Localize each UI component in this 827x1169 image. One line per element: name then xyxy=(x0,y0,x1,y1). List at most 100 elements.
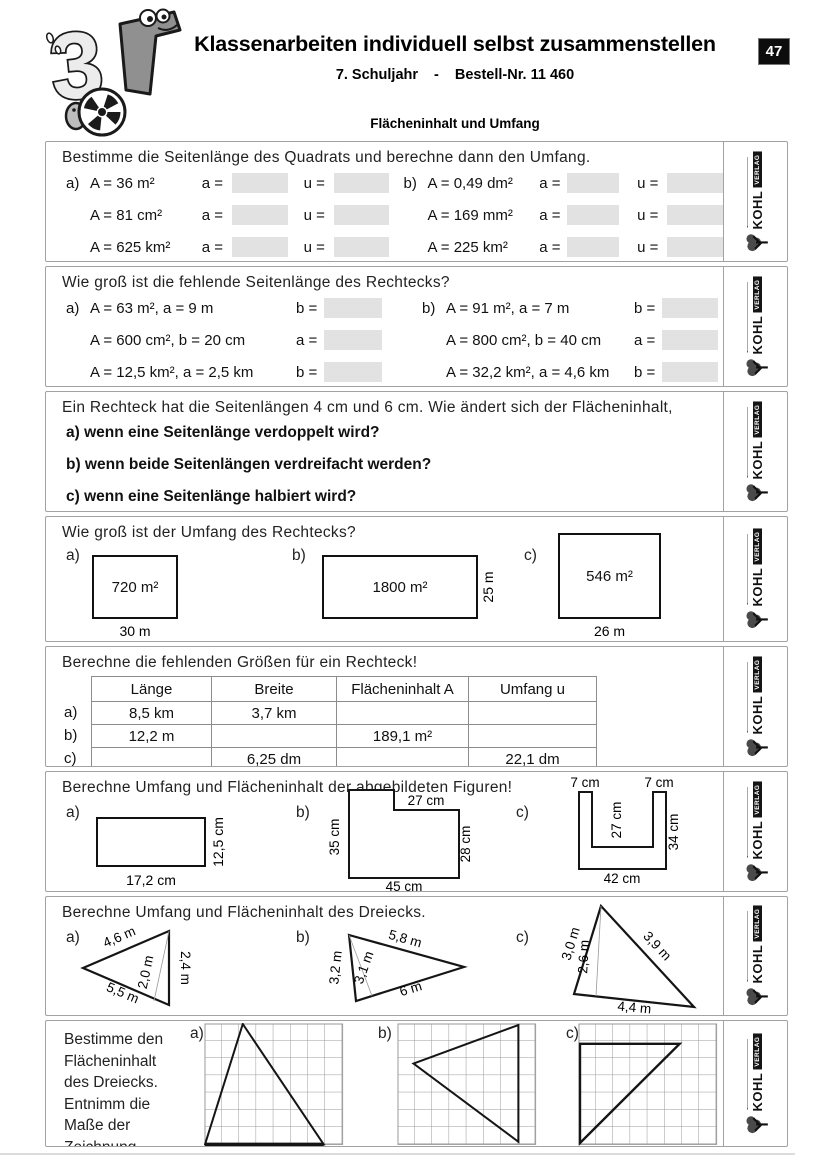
logo-column: KOHL VERLAG xyxy=(723,772,787,891)
logo-verlag-text: VERLAG xyxy=(752,276,762,313)
given-value: A = 36 m² xyxy=(89,174,155,192)
var-label: u = xyxy=(303,174,325,192)
given-value: A = 12,5 km², a = 2,5 km xyxy=(90,363,254,381)
logo-verlag-text: VERLAG xyxy=(752,401,762,438)
mascot-illustration: 3 xyxy=(43,8,182,137)
worksheet-subtitle: 7. Schuljahr-Bestell-Nr. 11 460 xyxy=(150,67,760,83)
task-title: Berechne Umfang und Flächeninhalt des Dr… xyxy=(62,904,426,921)
task-panel-6: Berechne Umfang und Flächeninhalt der ab… xyxy=(45,771,788,892)
item-letter: a) xyxy=(66,547,80,564)
dimension-label: 45 cm xyxy=(386,879,423,891)
var-label: a = xyxy=(296,331,318,349)
tree-icon xyxy=(745,738,768,756)
logo-column: KOHL VERLAG xyxy=(723,1021,787,1146)
answer-box xyxy=(231,237,288,257)
tree-icon xyxy=(745,863,768,881)
cell-empty xyxy=(336,701,469,725)
task-title: Berechne Umfang und Flächeninhalt der ab… xyxy=(62,779,513,796)
item-letter: c) xyxy=(516,804,529,821)
side-label: 6 m xyxy=(398,978,424,999)
logo-kohl-text: KOHL xyxy=(749,1072,765,1111)
dimension-label: 27 cm xyxy=(408,793,445,808)
worksheet-topic: Flächeninhalt und Umfang xyxy=(370,116,540,131)
item-letter: b) xyxy=(378,1025,392,1042)
dimension-label: 34 cm xyxy=(666,814,681,851)
var-label: a = xyxy=(634,331,656,349)
dimension-label: 30 m xyxy=(119,623,151,639)
logo-dotted-line xyxy=(746,661,749,732)
logo-kohl-text: KOHL xyxy=(749,820,765,859)
item-letter: a) xyxy=(66,299,80,317)
triangle-figure-a: 4,6 m 5,5 m 2,4 m 2,0 m xyxy=(80,923,193,1007)
answer-box xyxy=(567,173,620,193)
triangle-figure-c: 3,0 m 2,6 m 3,9 m 4,4 m xyxy=(559,903,697,1015)
item-letter: a) xyxy=(66,929,80,946)
sub-question: a) wenn eine Seitenlänge verdoppelt wird… xyxy=(66,424,380,441)
cell: 22,1 dm xyxy=(468,747,597,766)
var-label: u = xyxy=(637,174,659,192)
logo-verlag-text: VERLAG xyxy=(752,1033,762,1070)
logo-verlag-text: VERLAG xyxy=(752,528,762,565)
task-panel-2: Wie groß ist die fehlende Seitenlänge de… xyxy=(45,266,788,387)
area-value: 546 m² xyxy=(586,567,633,585)
logo-kohl-text: KOHL xyxy=(749,440,765,479)
tree-icon xyxy=(745,988,768,1006)
tree-icon xyxy=(745,233,768,251)
item-letter: c) xyxy=(566,1025,579,1042)
logo-verlag-text: VERLAG xyxy=(752,781,762,818)
item-letter: c) xyxy=(524,547,537,564)
given-value: A = 225 km² xyxy=(427,238,508,256)
task-title: Bestimme die Seitenlänge des Quadrats un… xyxy=(62,149,591,166)
given-value: A = 91 m², a = 7 m xyxy=(446,299,570,317)
task-panel-7: Berechne Umfang und Flächeninhalt des Dr… xyxy=(45,896,788,1016)
tree-icon xyxy=(745,358,768,376)
answer-box xyxy=(324,330,382,350)
answer-box xyxy=(662,330,718,350)
grid-triangle-a xyxy=(204,1023,344,1146)
given-value: A = 32,2 km², a = 4,6 km xyxy=(446,363,610,381)
col-header-flaeche: Flächeninhalt A xyxy=(336,676,469,702)
col-header-umfang: Umfang u xyxy=(468,676,597,702)
tree-icon xyxy=(745,483,768,501)
svg-text:3: 3 xyxy=(45,10,108,120)
task-panel-8: Bestimme den Flächeninhalt des Dreiecks.… xyxy=(45,1020,788,1147)
answer-box xyxy=(667,173,723,193)
logo-kohl-text: KOHL xyxy=(749,567,765,607)
logo-dotted-line xyxy=(746,911,749,982)
item-letter: b) xyxy=(292,547,306,564)
logo-kohl-text: KOHL xyxy=(749,944,765,984)
cell-empty xyxy=(468,724,597,748)
logo-dotted-line xyxy=(746,1038,749,1109)
answer-box xyxy=(333,173,390,193)
given-value: A = 169 mm² xyxy=(427,206,513,224)
col-header-laenge: Länge xyxy=(91,676,212,702)
var-label: a = xyxy=(539,238,561,256)
logo-dotted-line xyxy=(746,281,749,352)
row-letter: b) xyxy=(64,727,78,744)
grid-triangle-c xyxy=(578,1023,718,1146)
var-label: a = xyxy=(539,174,561,192)
rectangle-figure xyxy=(96,817,206,867)
var-label: a = xyxy=(201,206,224,224)
item-letter: a) xyxy=(190,1025,204,1042)
order-number: Bestell-Nr. 11 460 xyxy=(454,67,575,83)
answer-box xyxy=(667,237,723,257)
dimension-label: 42 cm xyxy=(604,871,641,886)
answer-box xyxy=(567,237,620,257)
cell-empty xyxy=(91,747,212,766)
answer-box xyxy=(333,205,390,225)
logo-dotted-line xyxy=(746,156,749,227)
item-letter: a) xyxy=(66,174,80,192)
rectangle-figure-c: 546 m² xyxy=(558,533,661,619)
tree-icon xyxy=(745,611,768,629)
answer-box xyxy=(324,362,382,382)
item-letter: b) xyxy=(296,804,310,821)
logo-verlag-text: VERLAG xyxy=(752,151,762,188)
task-title: Berechne die fehlenden Größen für ein Re… xyxy=(62,654,418,671)
